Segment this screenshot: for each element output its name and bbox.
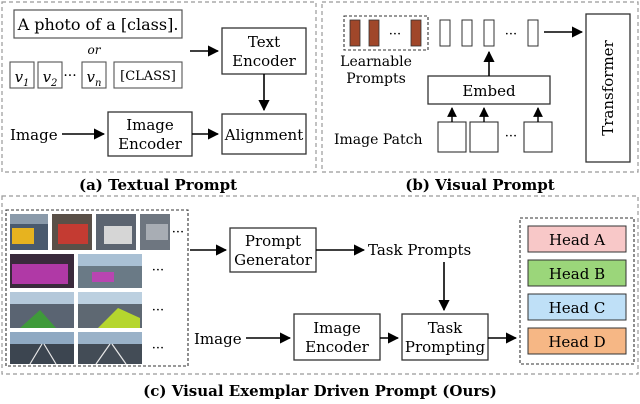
- text-encoder-box: [221, 27, 307, 75]
- input-dots: ···: [505, 27, 517, 42]
- lane-overlay: [98, 308, 140, 328]
- embed-box: [427, 75, 551, 105]
- image-encoder-c-label-1: Image: [313, 319, 361, 337]
- panel-a-textual-prompt: A photo of a [class]. or v1 v2 ··· vn [C…: [1, 1, 317, 194]
- taxi-shape: [12, 228, 34, 244]
- prompt-generator-box: [229, 227, 317, 273]
- task-prompting-label-1: Task: [428, 319, 463, 337]
- exemplar-row-2: ···: [10, 254, 164, 288]
- learnable-token-2: [368, 19, 380, 47]
- input-token-3: [483, 19, 495, 47]
- sky-band: [10, 292, 74, 304]
- exemplar-images-group: [5, 209, 189, 367]
- text-encoder-label-2: Encoder: [232, 52, 297, 70]
- head-c-box: [527, 293, 627, 321]
- lane-line: [95, 343, 111, 365]
- lane-line: [29, 343, 43, 365]
- task-prompts-label: Task Prompts: [368, 241, 471, 259]
- image-patch-2: [469, 121, 499, 153]
- caption-c: (c) Visual Exemplar Driven Prompt (Ours): [143, 382, 497, 400]
- learnable-token-n: [410, 19, 422, 47]
- image-label-c: Image: [194, 330, 242, 348]
- patch-dots: ···: [505, 129, 517, 144]
- image-encoder-box-a: [107, 111, 193, 157]
- panel-c-exemplar-prompt: ··· ··· ···: [1, 195, 639, 400]
- lane-line: [43, 343, 57, 365]
- exemplar-row-4: ···: [10, 332, 164, 365]
- white-car-shape: [104, 226, 132, 244]
- token-vn: vn: [87, 68, 102, 89]
- learnable-label-2: Prompts: [346, 71, 406, 87]
- learnable-label-1: Learnable: [340, 54, 412, 70]
- panel-b-border: [321, 1, 639, 173]
- template-text: A photo of a [class].: [17, 15, 179, 34]
- exemplar-row-3: ···: [10, 292, 164, 328]
- class-token: [CLASS]: [120, 69, 176, 84]
- alignment-label: Alignment: [224, 126, 303, 144]
- heads-group: [519, 217, 635, 365]
- template-text-box: [13, 9, 183, 39]
- segmentation-overlay: [92, 272, 114, 282]
- embed-label: Embed: [462, 82, 516, 100]
- token-v2: v2: [43, 68, 58, 89]
- text-encoder-label-1: Text: [248, 33, 280, 51]
- sky-band: [78, 292, 142, 304]
- image-patch-label: Image Patch: [334, 132, 422, 148]
- head-c-label: Head C: [549, 299, 606, 317]
- token-v1-box: [9, 61, 35, 89]
- input-token-n: [527, 19, 539, 47]
- image-encoder-a-label-2: Encoder: [118, 135, 183, 153]
- head-b-label: Head B: [549, 265, 605, 283]
- row-dots: ···: [152, 303, 164, 318]
- lane-line: [111, 343, 127, 365]
- row-dots: ···: [152, 341, 164, 356]
- token-v2-box: [37, 61, 63, 89]
- panel-b-visual-prompt: ··· Learnable Prompts ··· Transformer Em…: [321, 1, 639, 194]
- transformer-label: Transformer: [599, 39, 617, 135]
- sky-band: [78, 332, 142, 344]
- head-a-label: Head A: [549, 231, 605, 249]
- lane-overlay: [20, 310, 56, 328]
- prompt-generator-label-1: Prompt: [245, 232, 301, 250]
- segmentation-overlay: [12, 264, 68, 284]
- sky-band: [10, 332, 74, 344]
- head-d-box: [527, 327, 627, 355]
- token-vn-box: [81, 61, 107, 89]
- row-dots: ···: [172, 225, 184, 240]
- image-patch-1: [437, 121, 467, 153]
- token-dots: ···: [63, 68, 76, 84]
- class-token-box: [113, 61, 183, 89]
- panel-c-border: [1, 195, 639, 375]
- transformer-box: [585, 13, 631, 163]
- car-shape: [146, 224, 168, 240]
- input-token-1: [439, 19, 451, 47]
- image-encoder-a-label-1: Image: [126, 116, 174, 134]
- sky-band: [78, 254, 142, 266]
- exemplar-row-1: ···: [10, 214, 184, 250]
- head-d-label: Head D: [548, 333, 605, 351]
- image-patch-n: [523, 121, 553, 153]
- head-a-box: [527, 225, 627, 253]
- image-label-a: Image: [10, 126, 58, 144]
- red-car-shape: [58, 224, 88, 244]
- task-prompting-label-2: Prompting: [405, 338, 486, 356]
- prompt-generator-label-2: Generator: [234, 251, 313, 269]
- task-prompting-box: [401, 313, 489, 361]
- panel-a-border: [1, 1, 317, 173]
- alignment-box: [221, 113, 307, 155]
- learnable-token-1: [349, 19, 361, 47]
- token-v1: v1: [15, 68, 30, 89]
- or-label: or: [88, 43, 102, 57]
- learnable-prompts-group: [343, 15, 429, 51]
- learnable-dots: ···: [389, 27, 401, 42]
- input-token-2: [461, 19, 473, 47]
- head-b-box: [527, 259, 627, 287]
- caption-a: (a) Textual Prompt: [79, 176, 237, 194]
- caption-b: (b) Visual Prompt: [405, 176, 555, 194]
- sky-band: [10, 214, 48, 224]
- image-encoder-box-c: [293, 313, 381, 361]
- image-encoder-c-label-2: Encoder: [305, 338, 370, 356]
- row-dots: ···: [152, 263, 164, 278]
